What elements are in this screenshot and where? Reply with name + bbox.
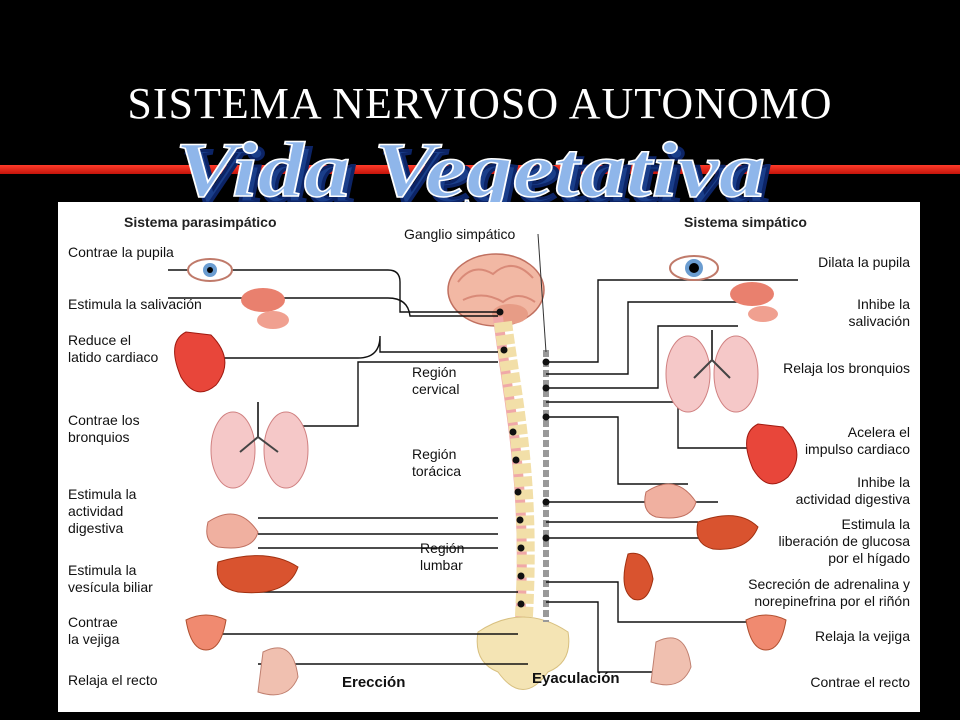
right-label-digestive: Inhibe la actividad digestiva: [795, 474, 910, 507]
right-salivary-gland-image: [730, 282, 778, 322]
left-eye-image: [187, 258, 233, 282]
right-eye-image: [669, 255, 719, 281]
right-stomach-image: [644, 483, 697, 519]
right-bladder-image: [745, 614, 787, 651]
left-stomach-image: [206, 513, 259, 549]
diagram-panel: Sistema parasimpático Sistema simpático …: [58, 202, 920, 712]
sympathetic-header: Sistema simpático: [684, 214, 807, 230]
left-label-gallbladder: Estimula la vesícula biliar: [68, 562, 153, 595]
left-liver-image: [216, 555, 299, 594]
right-label-bronchi: Relaja los bronquios: [783, 360, 910, 376]
left-lungs-image: [210, 402, 309, 489]
slide-title: SISTEMA NERVIOSO AUTONOMO: [127, 79, 833, 128]
right-kidney-image: [623, 552, 654, 601]
spine-vertebrae: [494, 320, 535, 633]
sympathetic-nerves: [546, 279, 798, 673]
diagram-graphics: [168, 233, 798, 696]
title-underline-bar: [0, 165, 960, 174]
right-label-adrenaline: Secreción de adrenalina y norepinefrina …: [748, 576, 910, 609]
left-label-digestive: Estimula la actividad digestiva: [68, 486, 137, 536]
ganglion-label: Ganglio simpático: [404, 226, 516, 242]
right-label-pupil: Dilata la pupila: [818, 254, 910, 270]
ganglion-pointer: [537, 233, 547, 353]
right-lungs-image: [665, 330, 759, 413]
left-heart-image: [174, 331, 226, 393]
left-label-pupil: Contrae la pupila: [68, 244, 174, 260]
region-cervical-label: Región cervical: [412, 364, 460, 397]
left-label-heart: Reduce el latido cardiaco: [68, 332, 159, 365]
left-label-salivation: Estimula la salivación: [68, 296, 202, 312]
left-label-rectum: Relaja el recto: [68, 672, 158, 688]
ejaculation-label: Eyaculación: [532, 670, 620, 687]
right-label-salivation: Inhibe la salivación: [848, 296, 910, 329]
right-label-bladder: Relaja la vejiga: [815, 628, 910, 644]
region-lumbar-label: Región lumbar: [420, 540, 465, 573]
region-thoracic-label: Región torácica: [412, 446, 462, 479]
left-salivary-gland-image: [241, 288, 289, 329]
wordart-text: Vida Vegetativa: [175, 126, 765, 213]
brain-image: [447, 253, 545, 327]
right-heart-image: [746, 423, 798, 485]
spine-nodes: [496, 308, 550, 608]
left-label-bronchi: Contrae los bronquios: [68, 412, 140, 445]
parasympathetic-header: Sistema parasimpático: [124, 214, 277, 230]
parasympathetic-nerves: [168, 269, 528, 665]
erection-label: Erección: [342, 674, 406, 691]
right-rectum-image: [650, 637, 692, 686]
right-label-rectum: Contrae el recto: [810, 674, 910, 690]
left-bladder-image: [185, 614, 227, 651]
left-rectum-image: [257, 647, 299, 696]
pelvis-image: [476, 616, 570, 690]
right-label-heart: Acelera el impulso cardiaco: [804, 424, 910, 457]
right-liver-image: [696, 515, 759, 550]
left-label-bladder: Contrae la vejiga: [68, 614, 120, 647]
right-label-glucose: Estimula la liberación de glucosa por el…: [778, 516, 910, 566]
